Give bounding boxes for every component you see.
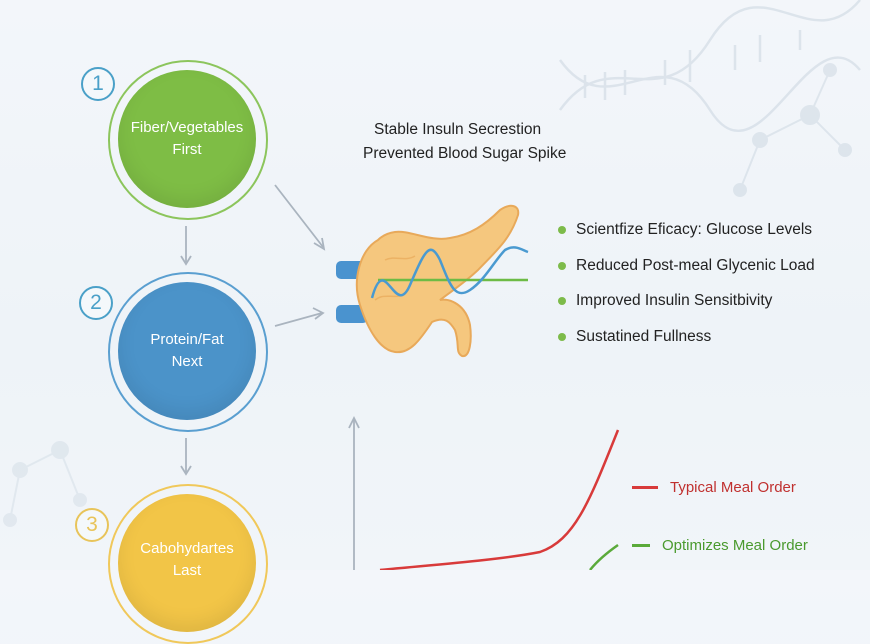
step-number-3: 3 [75, 508, 109, 542]
molecule-icon [733, 63, 852, 197]
benefit-item: Scientfize Eficacy: Glucose Levels [558, 221, 812, 239]
optimized-meal-curve [589, 543, 619, 570]
legend-label-typical: Typical Meal Order [670, 479, 796, 496]
benefit-item: Reduced Post-meal Glycenic Load [558, 257, 815, 275]
benefit-item: Improved Insulin Sensitbivity [558, 292, 772, 310]
step-disc-1: Fiber/Vegetables First [118, 70, 256, 208]
arrow-head [180, 255, 192, 266]
step-ring-1 [108, 60, 268, 220]
bullet-icon [558, 262, 566, 270]
arrow-step2-pancreas [274, 312, 323, 327]
bullet-icon [558, 297, 566, 305]
diagram-stage: 1 Fiber/Vegetables First 2 Protein/Fat N… [3, 0, 861, 644]
step-disc-3: Cabohydartes Last [118, 494, 256, 632]
arrow-step1-pancreas [274, 184, 324, 248]
benefit-label: Reduced Post-meal Glycenic Load [576, 257, 815, 274]
step-label-1-line2: First [172, 141, 202, 158]
legend-swatch-optimized [632, 544, 650, 547]
arrow-head [312, 307, 325, 320]
benefit-label: Sustatined Fullness [576, 328, 712, 345]
benefit-label: Improved Insulin Sensitbivity [576, 292, 773, 309]
pancreas-icon [336, 204, 529, 358]
background-decoration [3, 0, 861, 570]
benefit-label: Scientfize Eficacy: Glucose Levels [576, 221, 813, 238]
step-ring-2 [108, 272, 268, 432]
step-label-2-line1: Protein/Fat [150, 331, 224, 348]
typical-meal-curve [379, 429, 620, 570]
step-label-3-line1: Cabohydartes [140, 540, 234, 557]
step-disc-2: Protein/Fat Next [118, 282, 256, 420]
step-number-1: 1 [81, 67, 115, 101]
arrow-head [313, 237, 326, 251]
dna-icon [558, 0, 861, 132]
step-label-3-line2: Last [172, 562, 202, 579]
arrow-head [348, 415, 360, 429]
pancreas-title-line1: Stable Insuln Secrestion [374, 121, 542, 138]
legend-optimized: Optimizes Meal Order [632, 537, 808, 554]
step-number-2: 2 [79, 286, 113, 320]
duct-bottom [336, 305, 368, 323]
connector-arrows [180, 184, 360, 570]
molecule-icon [3, 441, 87, 527]
pancreas-lobe [384, 255, 416, 261]
arrow-head [180, 465, 192, 476]
pancreas-title-line2: Prevented Blood Sugar Spike [363, 145, 567, 162]
legend-label-optimized: Optimizes Meal Order [662, 537, 808, 554]
glucose-wave [370, 246, 529, 299]
legend-swatch-typical [632, 486, 658, 489]
bullet-icon [558, 226, 566, 234]
step-label-2-line2: Next [171, 353, 203, 370]
step-label-1-line1: Fiber/Vegetables [130, 119, 244, 136]
benefit-item: Sustatined Fullness [558, 328, 711, 346]
bullet-icon [558, 333, 566, 341]
legend-typical: Typical Meal Order [632, 479, 796, 496]
